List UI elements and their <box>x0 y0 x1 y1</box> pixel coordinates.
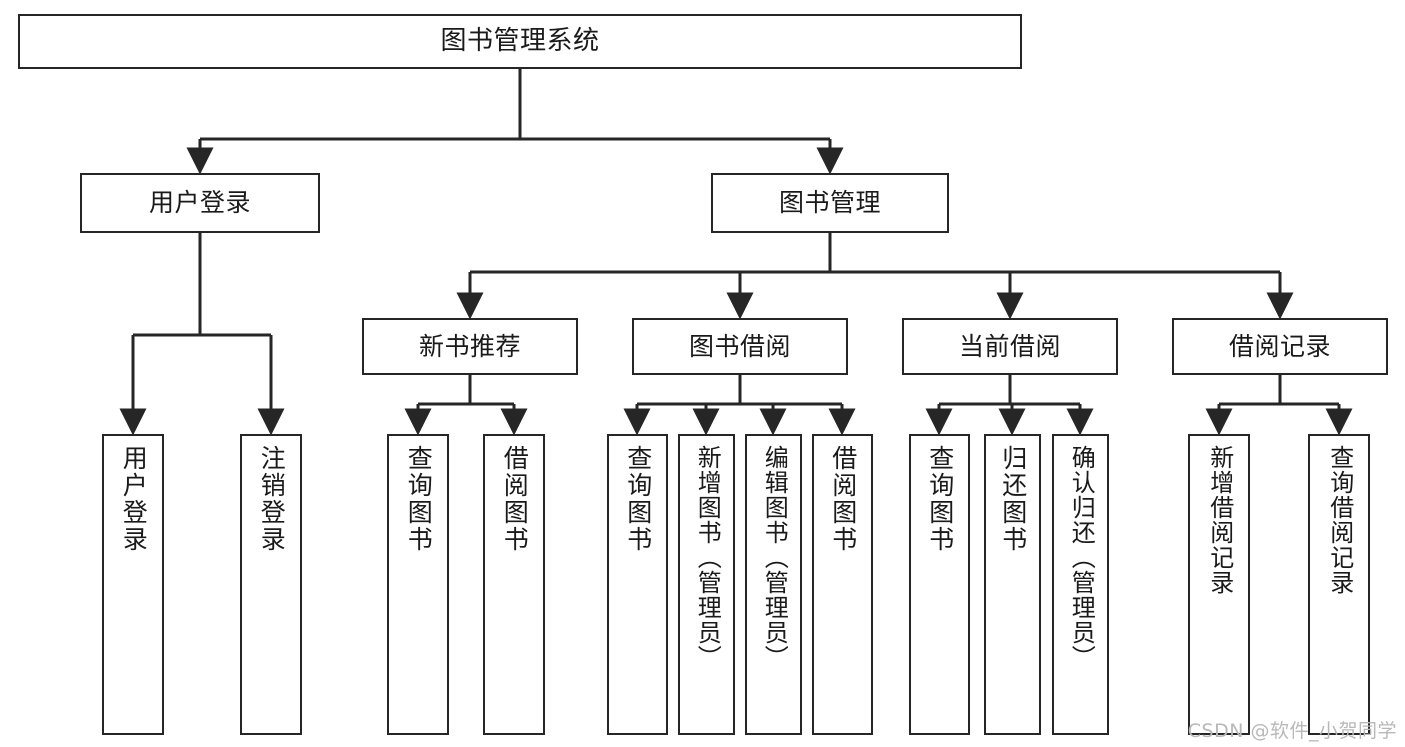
leaf-borrow-book[interactable]: 借阅图书 <box>812 434 873 735</box>
node-book-management[interactable]: 图书管理 <box>711 173 949 233</box>
leaf-edit-book-label: 编辑图书（管理员） <box>760 445 789 670</box>
node-current-borrow-label: 当前借阅 <box>958 331 1061 361</box>
node-book-borrow[interactable]: 图书借阅 <box>632 318 848 375</box>
leaf-borrow-book-label: 借阅图书 <box>828 445 858 553</box>
leaf-add-book-label: 新增图书（管理员） <box>693 445 722 670</box>
node-root-label: 图书管理系统 <box>440 26 600 57</box>
leaf-add-borrow-record[interactable]: 新增借阅记录 <box>1188 434 1250 735</box>
leaf-query-book-borrow-label: 查询图书 <box>623 445 653 553</box>
watermark: CSDN @软件_小贺同学 <box>1187 720 1397 742</box>
leaf-query-borrow-record[interactable]: 查询借阅记录 <box>1308 434 1370 735</box>
leaf-user-login-label: 用户登录 <box>119 445 149 553</box>
leaf-edit-book[interactable]: 编辑图书（管理员） <box>745 434 802 735</box>
leaf-return-book[interactable]: 归还图书 <box>984 434 1041 735</box>
leaf-borrow-book-recommend-label: 借阅图书 <box>500 445 530 553</box>
leaf-add-borrow-record-label: 新增借阅记录 <box>1205 445 1234 595</box>
leaf-query-book-recommend[interactable]: 查询图书 <box>387 434 449 735</box>
leaf-logout-label: 注销登录 <box>257 445 287 553</box>
leaf-query-borrow-record-label: 查询借阅记录 <box>1325 445 1354 595</box>
node-new-book-recommend-label: 新书推荐 <box>418 331 521 361</box>
node-user-login-label: 用户登录 <box>148 188 251 218</box>
leaf-logout[interactable]: 注销登录 <box>240 434 302 735</box>
leaf-query-book-borrow[interactable]: 查询图书 <box>607 434 668 735</box>
leaf-query-book-current-label: 查询图书 <box>925 445 955 553</box>
leaf-add-book[interactable]: 新增图书（管理员） <box>678 434 735 735</box>
leaf-query-book-recommend-label: 查询图书 <box>404 445 434 553</box>
leaf-confirm-return[interactable]: 确认归还（管理员） <box>1052 434 1109 735</box>
node-user-login[interactable]: 用户登录 <box>80 173 320 233</box>
leaf-confirm-return-label: 确认归还（管理员） <box>1067 445 1096 670</box>
leaf-query-book-current[interactable]: 查询图书 <box>909 434 970 735</box>
node-current-borrow[interactable]: 当前借阅 <box>902 318 1118 375</box>
node-new-book-recommend[interactable]: 新书推荐 <box>362 318 578 375</box>
node-root[interactable]: 图书管理系统 <box>18 14 1022 69</box>
node-borrow-records-label: 借阅记录 <box>1228 331 1331 361</box>
leaf-user-login[interactable]: 用户登录 <box>102 434 164 735</box>
leaf-borrow-book-recommend[interactable]: 借阅图书 <box>483 434 545 735</box>
node-borrow-records[interactable]: 借阅记录 <box>1172 318 1388 375</box>
node-book-borrow-label: 图书借阅 <box>688 331 791 361</box>
leaf-return-book-label: 归还图书 <box>998 445 1028 553</box>
node-book-management-label: 图书管理 <box>778 188 881 218</box>
